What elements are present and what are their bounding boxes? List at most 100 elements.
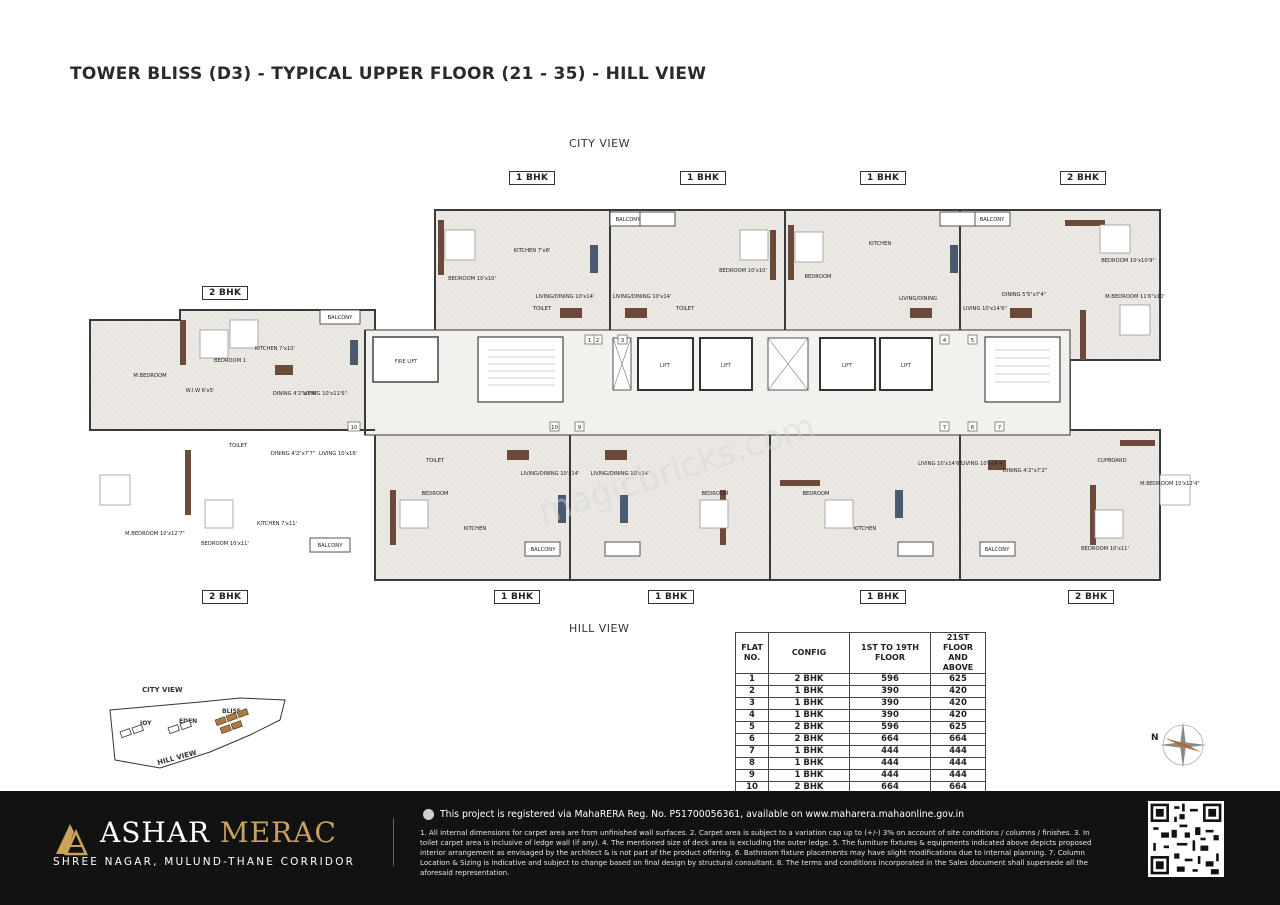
table-cell: 2 BHK [768, 673, 850, 686]
bhk-tag: 2 BHK [202, 590, 249, 604]
room-label: LIVING/DINING [899, 296, 937, 302]
room-label: M.BEDROOM [133, 373, 166, 379]
room-label: LIVING/DINING 10'x14' [536, 294, 595, 300]
table-cell: 444 [849, 757, 931, 770]
qr-code-icon [1148, 801, 1224, 877]
room-label: BEDROOM [421, 491, 448, 497]
sofas [350, 245, 958, 523]
room-label: DINING 4'2"x7'2" [1003, 468, 1047, 474]
city-view-label: CITY VIEW [569, 137, 630, 150]
fire-lift-shaft [372, 336, 439, 383]
room-label: M.BEDROOM 10'x12'7" [125, 531, 185, 537]
room-label: BALCONY [328, 315, 354, 321]
flat-number: 7 [943, 425, 947, 431]
bhk-tag: 1 BHK [860, 171, 907, 185]
bhk-tag: 2 BHK [1060, 171, 1107, 185]
lift-label: LIFT [901, 363, 912, 369]
room-label: TOILET [228, 443, 248, 449]
table-cell: 625 [930, 721, 986, 734]
room-label: TOILET [675, 306, 695, 312]
room-label: LIVING 10'x14'6" [918, 461, 962, 467]
room-label: LIVING 10'x11'6" [303, 391, 347, 397]
table-cell: 7 [735, 745, 769, 758]
key-plan: CITY VIEW HILL VIEW JOY EDEN BLISS [109, 686, 286, 769]
table-cell: 2 BHK [768, 733, 850, 746]
room-label: M.BEDROOM 10'x12'4" [1140, 481, 1200, 487]
room-label: KITCHEN [869, 241, 892, 247]
lift-label: LIFT [660, 363, 671, 369]
hill-view-label: HILL VIEW [569, 622, 630, 635]
disclaimer: 1. All internal dimensions for carpet ar… [420, 828, 1092, 877]
table-header: CONFIG [768, 632, 850, 674]
flat-area-table: FLAT NO. CONFIG 1ST TO 19TH FLOOR 21ST F… [735, 632, 986, 794]
flat-number: 5 [971, 338, 975, 344]
table-cell: 596 [849, 673, 931, 686]
room-label: KITCHEN [854, 526, 877, 532]
table-cell: 444 [930, 757, 986, 770]
bhk-tag: 1 BHK [494, 590, 541, 604]
table-cell: 2 BHK [768, 721, 850, 734]
keyplan-joy-label: JOY [139, 720, 152, 727]
table-cell: 5 [735, 721, 769, 734]
balconies [309, 211, 1016, 557]
room-label: KITCHEN [464, 526, 487, 532]
table-cell: 664 [930, 733, 986, 746]
table-cell: 4 [735, 709, 769, 722]
stair-left [477, 336, 564, 403]
keyplan-city-label: CITY VIEW [142, 686, 183, 694]
bhk-tag: 2 BHK [1068, 590, 1115, 604]
flat-number: 9 [578, 425, 582, 431]
bhk-tag: 2 BHK [202, 286, 249, 300]
room-label: KITCHEN 7'x10' [255, 346, 295, 352]
table-cell: 1 BHK [768, 745, 850, 758]
brand-name-part: ASHAR [100, 816, 221, 849]
room-label: DINING 4'2"x7'6" [273, 391, 317, 397]
room-label: BEDROOM 10'x10'9" [1101, 258, 1155, 264]
brand-name-part: MERAC [220, 816, 337, 849]
flat-number: 10 [551, 425, 558, 431]
room-label: KITCHEN 7'x11' [257, 521, 297, 527]
bhk-tag: 1 BHK [680, 171, 727, 185]
room-label: BEDROOM 10'x11' [201, 541, 249, 547]
room-label: TOILET [425, 458, 445, 464]
room-label: CUPBOARD [1097, 458, 1126, 464]
room-label: BALCONY [985, 547, 1011, 553]
room-label: BALCONY [616, 217, 642, 223]
floor-plan: FIRE LIFT LIFT LIFT LIFT LIFT [89, 209, 1200, 581]
table-header: 21ST FLOOR AND ABOVE [930, 632, 986, 674]
room-label: LIVING/DINING 10'x14' [591, 471, 650, 477]
flat-number: 3 [621, 338, 625, 344]
compass-icon: N [1151, 722, 1206, 768]
dining-tables [275, 308, 1032, 470]
table-header: FLAT NO. [735, 632, 769, 674]
beds [99, 224, 1191, 539]
table-cell: 1 BHK [768, 769, 850, 782]
room-label: BEDROOM 10'x11' [1081, 546, 1129, 552]
room-label: BEDROOM [804, 274, 831, 280]
table-cell: 1 BHK [768, 757, 850, 770]
flat-number: 2 [596, 338, 600, 344]
table-cell: 444 [849, 745, 931, 758]
table-cell: 420 [930, 709, 986, 722]
table-cell: 444 [849, 769, 931, 782]
table-cell: 596 [849, 721, 931, 734]
table-cell: 390 [849, 685, 931, 698]
room-label: LIVING 10'x14'4" [961, 461, 1005, 467]
rera-icon [423, 809, 434, 820]
table-cell: 1 [735, 673, 769, 686]
room-label: BEDROOM [802, 491, 829, 497]
flat-number: 4 [943, 338, 947, 344]
rera-notice: This project is registered via MahaRERA … [440, 809, 965, 820]
footer [0, 791, 1280, 905]
room-label: W.I.W 6'x5' [186, 388, 215, 394]
bhk-tag: 1 BHK [648, 590, 695, 604]
room-label: BEDROOM 10'x10' [448, 276, 496, 282]
